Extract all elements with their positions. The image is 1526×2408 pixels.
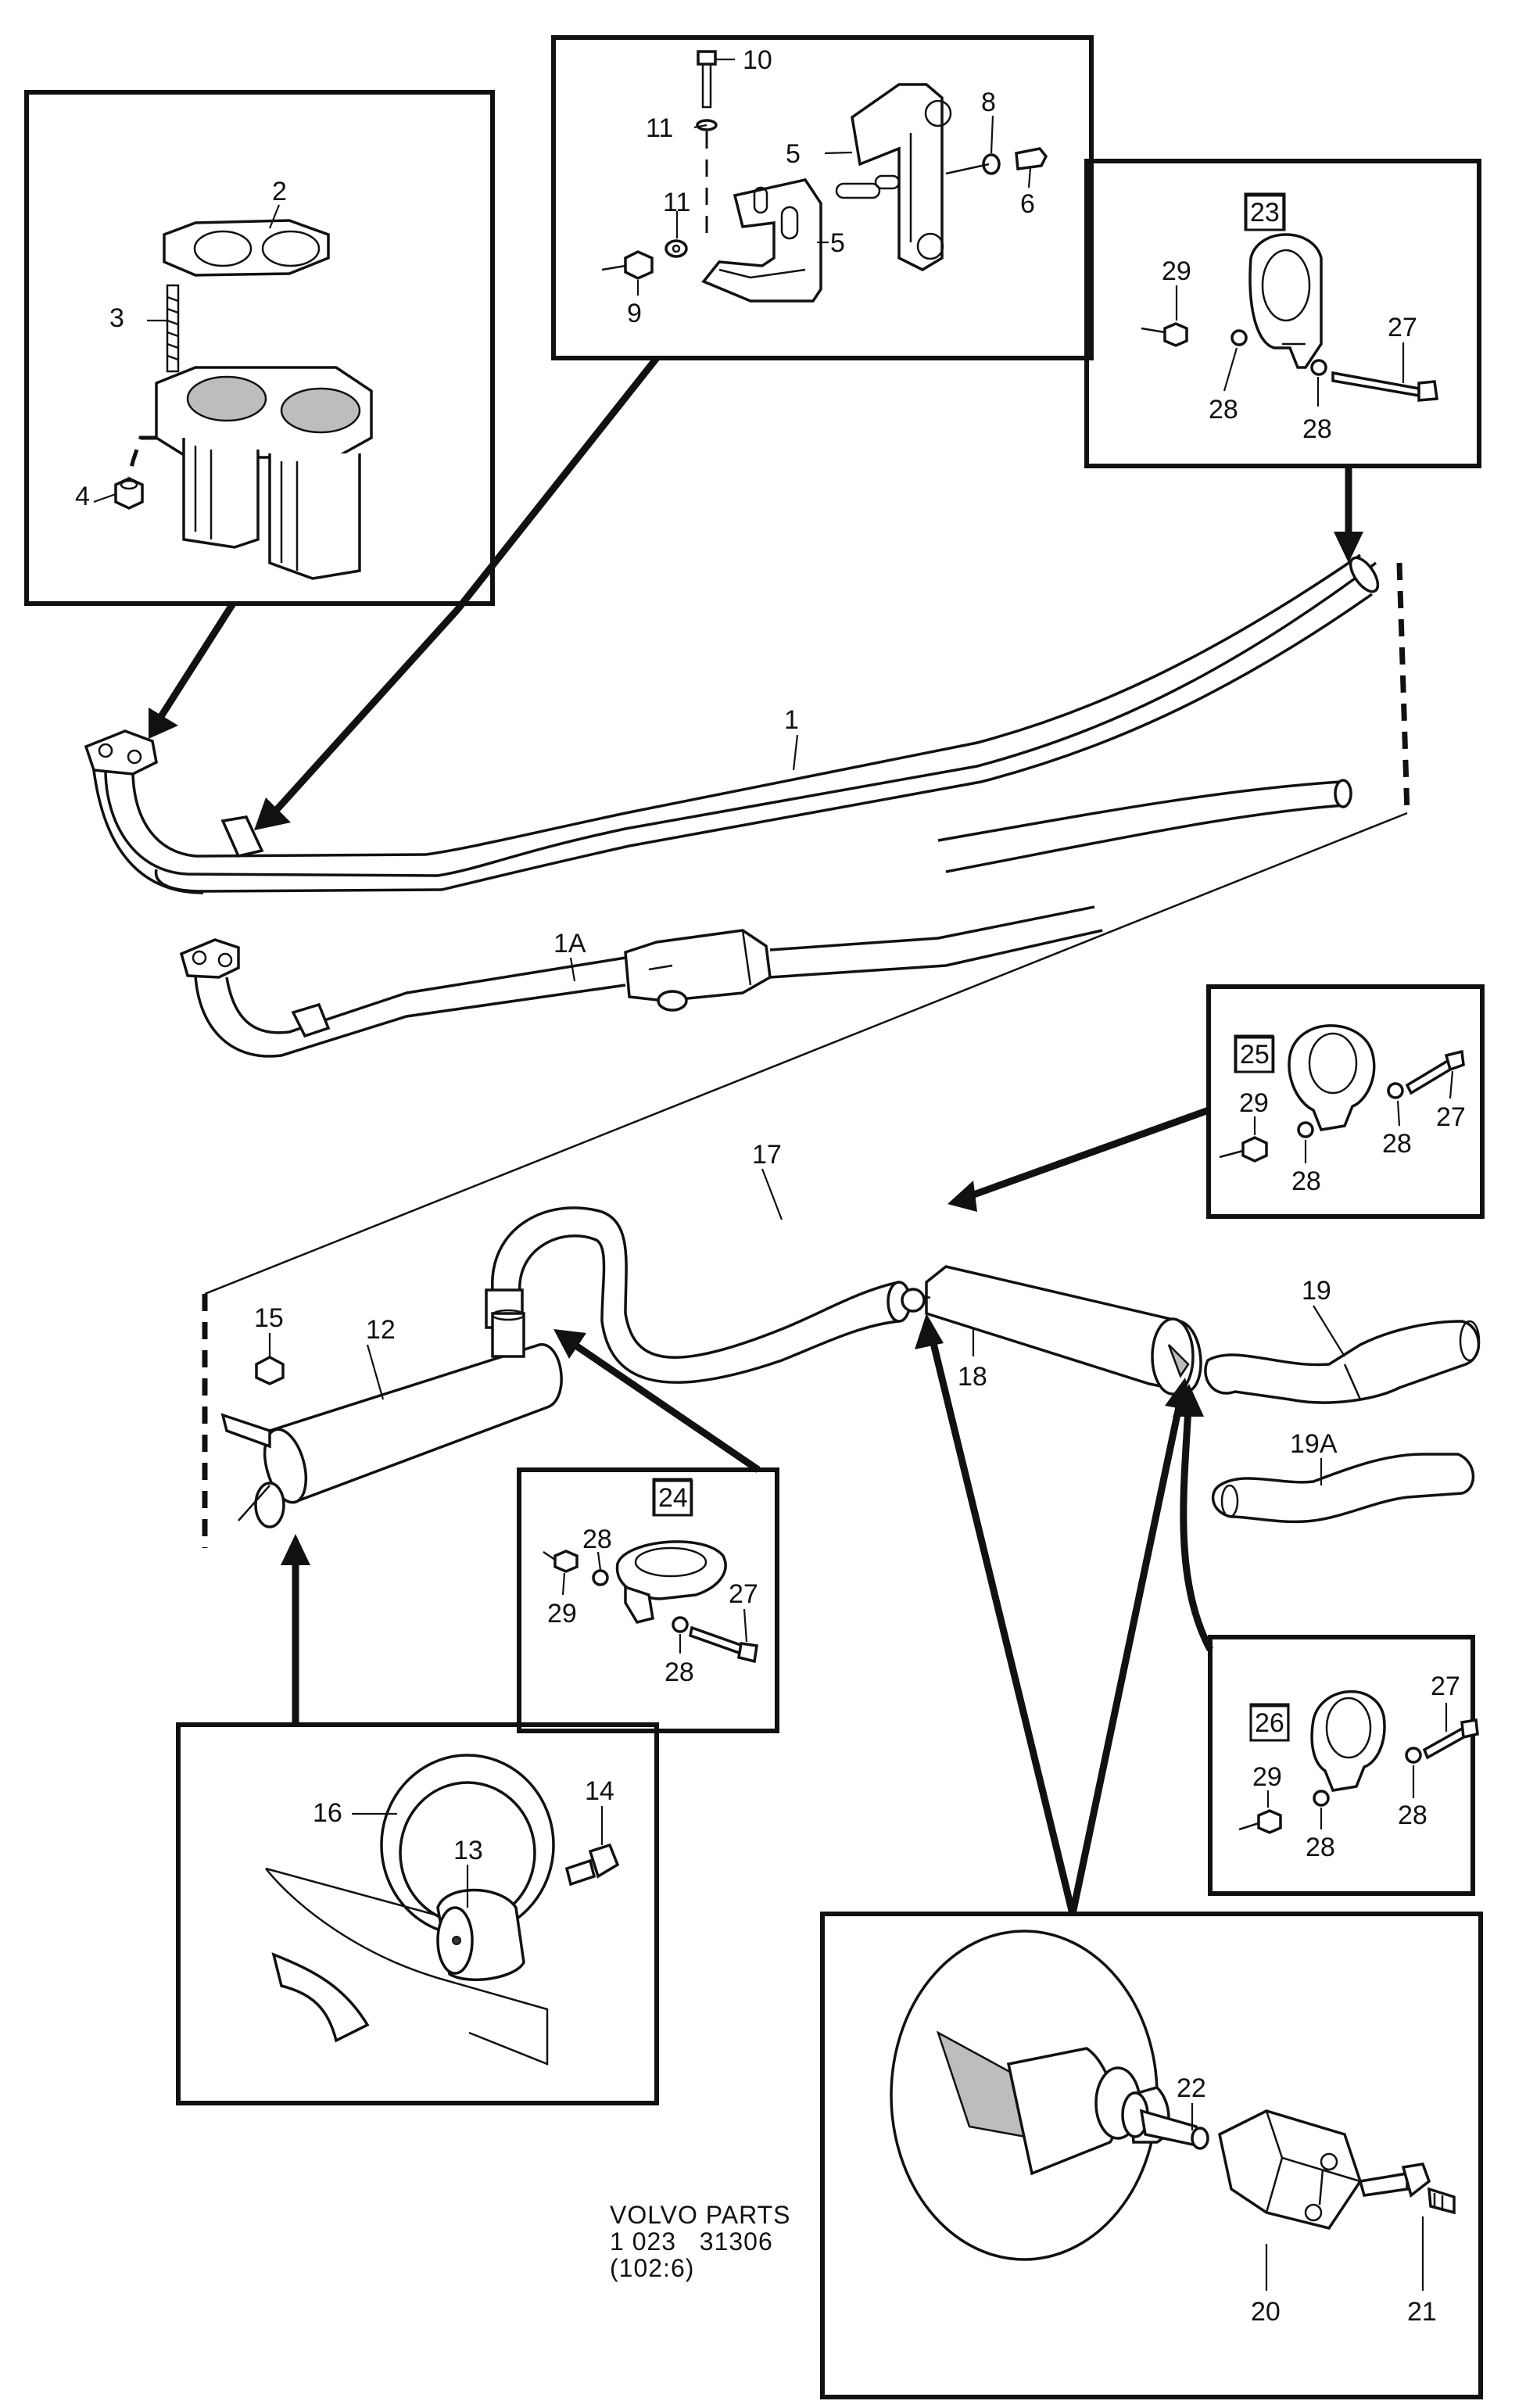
clamp-label-box: [653, 1479, 693, 1517]
label-part-11-lower: 11: [663, 188, 690, 217]
label-clamp-23-washer-a: 28: [1209, 395, 1238, 425]
label-clamp-24: 24: [658, 1483, 688, 1513]
label-part-16: 15: [254, 1303, 284, 1333]
label-part-9: 9: [627, 299, 642, 328]
label-clamp-26-washer-b: 28: [1398, 1801, 1427, 1830]
footer-section: (102:6): [610, 2254, 694, 2282]
label-clamp-25-nut: 29: [1239, 1088, 1269, 1118]
label-part-3: 3: [109, 303, 124, 333]
label-clamp-23-nut: 29: [1162, 256, 1191, 286]
inset-clamp-24: [517, 1467, 779, 1733]
inset-clamp-26: [1208, 1635, 1479, 1896]
label-part-17: 17: [752, 1140, 782, 1170]
label-clamp-25-washer-b: 28: [1382, 1129, 1412, 1159]
front-pipe-1: [84, 554, 1380, 894]
label-clamp-24-nut: 29: [547, 1599, 577, 1629]
label-part-4: 4: [75, 482, 90, 511]
label-clamp-25: 25: [1240, 1040, 1270, 1070]
clamp-label-box: [1249, 1704, 1290, 1742]
label-part-6: 5: [830, 228, 845, 258]
label-part-10: 10: [743, 45, 772, 75]
label-part-2: 2: [272, 177, 287, 206]
catalog-reference: VOLVO PARTS 1 023 31306 (102:6): [610, 2201, 791, 2282]
label-part-19a: 19A: [1290, 1429, 1338, 1459]
label-part-19: 19: [1302, 1276, 1331, 1306]
label-part-20: 20: [1251, 2297, 1281, 2327]
label-part-1: 1: [784, 705, 799, 735]
label-part-14: 14: [585, 1776, 614, 1806]
label-clamp-23-washer-b: 28: [1302, 414, 1332, 444]
label-part-13: 13: [453, 1836, 483, 1865]
inset-front-muffler-hanger: [176, 1722, 659, 2105]
label-clamp-26-washer-a: 28: [1306, 1833, 1335, 1862]
footer-brand: VOLVO PARTS: [610, 2201, 791, 2229]
label-part-22: 22: [1177, 2073, 1206, 2103]
label-clamp-26-nut: 29: [1252, 1762, 1282, 1792]
inset-bracket-assembly: [551, 35, 1094, 360]
label-part-1a: 1A: [553, 929, 586, 959]
callout-arrows: [149, 356, 1363, 1915]
label-clamp-23: 23: [1250, 198, 1280, 228]
label-part-18: 18: [958, 1362, 987, 1392]
inset-rear-muffler-hanger: [820, 1912, 1483, 2399]
front-pipe-1a: [179, 905, 1103, 1058]
rear-exhaust-assembly: [220, 1168, 1481, 1528]
inset-clamp-23: [1084, 159, 1481, 468]
label-clamp-24-washer-b: 28: [664, 1657, 694, 1687]
label-part-15: 16: [313, 1798, 342, 1828]
frame-line: [204, 812, 1408, 1295]
label-clamp-23-bolt: 27: [1388, 313, 1417, 342]
label-clamp-26-bolt: 27: [1431, 1672, 1460, 1701]
label-clamp-26: 26: [1255, 1708, 1284, 1738]
label-part-21: 21: [1407, 2297, 1437, 2327]
footer-number: 1 023 31306: [610, 2227, 773, 2256]
inset-clamp-25: [1206, 984, 1485, 1219]
label-part-12: 12: [366, 1315, 396, 1345]
part-labels: 2 3 4 10 11 8 5 6 11 5 9 1 1A 17 15 12 1…: [75, 45, 1437, 2327]
clamp-labels: 23 29 28 28 27 25 29 28 28 27 24 28 29 2…: [547, 194, 1466, 1862]
label-clamp-25-bolt: 27: [1436, 1102, 1466, 1132]
label-part-7: 6: [1020, 189, 1035, 219]
label-part-5: 5: [786, 139, 801, 169]
clamp-label-box: [1234, 1036, 1275, 1073]
label-clamp-24-washer-a: 28: [582, 1525, 612, 1554]
label-part-11-upper: 11: [646, 113, 673, 143]
break-line-front: [1396, 562, 1410, 814]
label-part-8: 8: [981, 88, 996, 117]
label-clamp-24-bolt: 27: [729, 1579, 758, 1609]
clamp-label-box: [1245, 194, 1285, 231]
inset-manifold-flange: [24, 90, 495, 606]
label-clamp-25-washer-a: 28: [1291, 1166, 1321, 1196]
